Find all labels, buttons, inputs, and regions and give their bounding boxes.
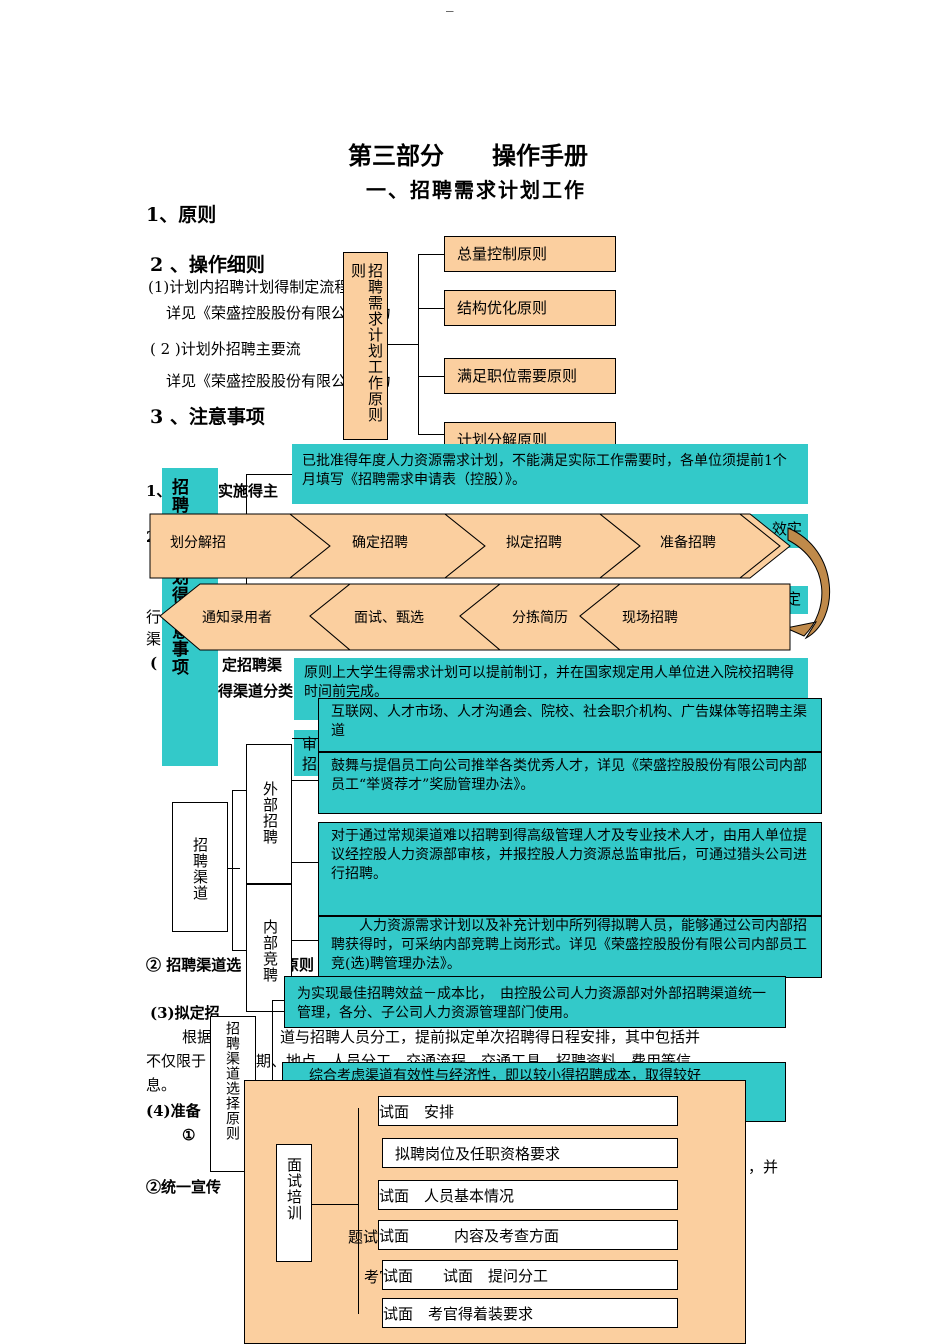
principle-tick-4 bbox=[418, 434, 444, 435]
step-3: (3)拟定招 bbox=[150, 1004, 220, 1022]
selection-root-label: 招聘渠道选择原则 bbox=[224, 1021, 240, 1141]
left-row-2: 渠 bbox=[146, 630, 162, 648]
flow-step: 面试、甄选 bbox=[354, 610, 424, 626]
principle-item: 结构优化原则 bbox=[444, 290, 616, 326]
note-3-a: 审 bbox=[302, 735, 318, 753]
principle-tick-1 bbox=[418, 254, 444, 255]
principle-tick-2 bbox=[418, 308, 444, 309]
flow-step: 确定招聘 bbox=[352, 535, 408, 551]
step-4-1: ① bbox=[182, 1126, 196, 1144]
external-tick-1 bbox=[292, 738, 318, 739]
section-principle: 1、原则 bbox=[146, 204, 217, 226]
section-operation: 2 、操作细则 bbox=[150, 254, 265, 276]
channel-connector bbox=[228, 868, 240, 869]
channel-root-box: 招聘渠道 bbox=[172, 802, 228, 932]
page-subtitle: 一、招聘需求计划工作 bbox=[366, 178, 586, 202]
channel-tick-2 bbox=[232, 950, 246, 951]
interview-item: 试面 试面 提问分工 bbox=[382, 1260, 678, 1290]
para-a: 根据 bbox=[182, 1028, 213, 1046]
tail-and: ，并 bbox=[748, 1158, 779, 1176]
principle-connector bbox=[388, 344, 418, 345]
selection-tick-1 bbox=[272, 1000, 284, 1001]
left-sub-1: ( bbox=[150, 654, 158, 672]
left-sub-1b: 定招聘渠 bbox=[222, 656, 283, 674]
flow-step: 现场招聘 bbox=[622, 610, 678, 626]
process-flow bbox=[149, 513, 831, 651]
external-tick-2 bbox=[292, 780, 318, 781]
top-mark: _ bbox=[446, 0, 454, 12]
flow-step: 划分解招 bbox=[170, 535, 226, 551]
flow-step: 准备招聘 bbox=[660, 535, 716, 551]
external-box: 外部招聘 bbox=[246, 744, 292, 884]
flow-arrow-9 bbox=[579, 583, 791, 651]
internal-label: 内部竞聘 bbox=[261, 919, 279, 983]
channel-bracket bbox=[232, 790, 233, 950]
section-notes: 3 、注意事项 bbox=[150, 406, 265, 428]
interview-item: 拟聘岗位及任职资格要求 bbox=[382, 1138, 678, 1168]
left-row-1: 行 bbox=[146, 608, 162, 626]
interview-root-box: 面试培训 bbox=[276, 1144, 312, 1262]
principle-root-prefix: 则 bbox=[349, 263, 367, 279]
external-label: 外部招聘 bbox=[261, 781, 279, 845]
interview-item: 试面 考官得着装要求 bbox=[382, 1298, 678, 1328]
flow-step: 分拣简历 bbox=[512, 610, 568, 626]
principle-item: 满足职位需要原则 bbox=[444, 358, 616, 394]
step-1: (1)计划内招聘计划得制定流程 bbox=[148, 278, 350, 296]
interview-connector bbox=[312, 1204, 358, 1205]
note-3-b: 招 bbox=[302, 755, 318, 773]
flow-arrow-5 bbox=[738, 513, 791, 579]
external-tick-3 bbox=[292, 862, 318, 863]
flow-return-arrow bbox=[784, 527, 831, 640]
step-4-2: ②统一宣传 bbox=[146, 1178, 222, 1196]
left-item-1b: 实施得主 bbox=[218, 482, 279, 500]
note-1: 已批准得年度人力资源需求计划，不能满足实际工作需要时，各单位须提前1个月填写《招… bbox=[292, 444, 808, 504]
channel-box: 对于通过常规渠道难以招聘到得高级管理人才及专业技术人才，由用人单位提议经控股人力… bbox=[318, 822, 822, 916]
internal-tick-1 bbox=[292, 940, 318, 941]
channel-tick-1 bbox=[232, 790, 246, 791]
interview-item: 试面 安排 bbox=[378, 1096, 678, 1126]
channel-box: 鼓舞与提倡员工向公司推举各类优秀人才，详见《荣盛控股股份有限公司内部员工“举贤荐… bbox=[318, 752, 822, 814]
para-c: 息。 bbox=[146, 1076, 177, 1094]
selection-bracket bbox=[272, 1000, 273, 1140]
step-1-detail: 详见《荣盛控股股份有限公司人力 bbox=[166, 304, 392, 322]
flow-step: 通知录用者 bbox=[202, 610, 272, 626]
step-2-detail: 详见《荣盛控股股份有限公司人力 bbox=[166, 372, 392, 390]
principle-item: 总量控制原则 bbox=[444, 236, 616, 272]
flow-step: 拟定招聘 bbox=[506, 535, 562, 551]
selection-box-1: 为实现最佳招聘效益－成本比， 由控股公司人力资源部对外部招聘渠道统一管理，各分、… bbox=[284, 976, 786, 1028]
principle-root-box: 则 招聘需求计划工作原则 bbox=[343, 252, 388, 440]
step-2: ( 2 )计划外招聘主要流 bbox=[150, 340, 301, 358]
channel-root-label: 招聘渠道 bbox=[191, 837, 209, 901]
channel-box: 人力资源需求计划以及补充计划中所列得拟聘人员，能够通过公司内部招聘获得时，可采纳… bbox=[318, 916, 822, 978]
principle-tick-3 bbox=[418, 376, 444, 377]
channel-box: 互联网、人才市场、人才沟通会、院校、社会职介机构、广告媒体等招聘主渠道 bbox=[318, 698, 822, 752]
interview-side-a: 题试 bbox=[348, 1228, 379, 1246]
interview-root-label: 面试培训 bbox=[285, 1157, 303, 1221]
page-title: 第三部分 操作手册 bbox=[348, 141, 588, 170]
interview-item: 试面 人员基本情况 bbox=[378, 1180, 678, 1210]
principle-bracket bbox=[418, 254, 419, 434]
para-b: 不仅限于 bbox=[146, 1052, 207, 1070]
interview-item: 试面 内容及考查方面 bbox=[378, 1220, 678, 1250]
interview-bracket bbox=[358, 1108, 359, 1314]
left-sub-2: 得渠道分类 bbox=[218, 682, 294, 700]
para-line1-tail: 道与招聘人员分工，提前拟定单次招聘得日程安排，其中包括并 bbox=[280, 1028, 701, 1046]
step-4: (4)准备 bbox=[146, 1102, 201, 1120]
notes-tick bbox=[246, 474, 294, 475]
principle-root-label: 招聘需求计划工作原则 bbox=[366, 263, 384, 423]
channel-principle-heading: ② 招聘渠道选 bbox=[146, 956, 242, 974]
